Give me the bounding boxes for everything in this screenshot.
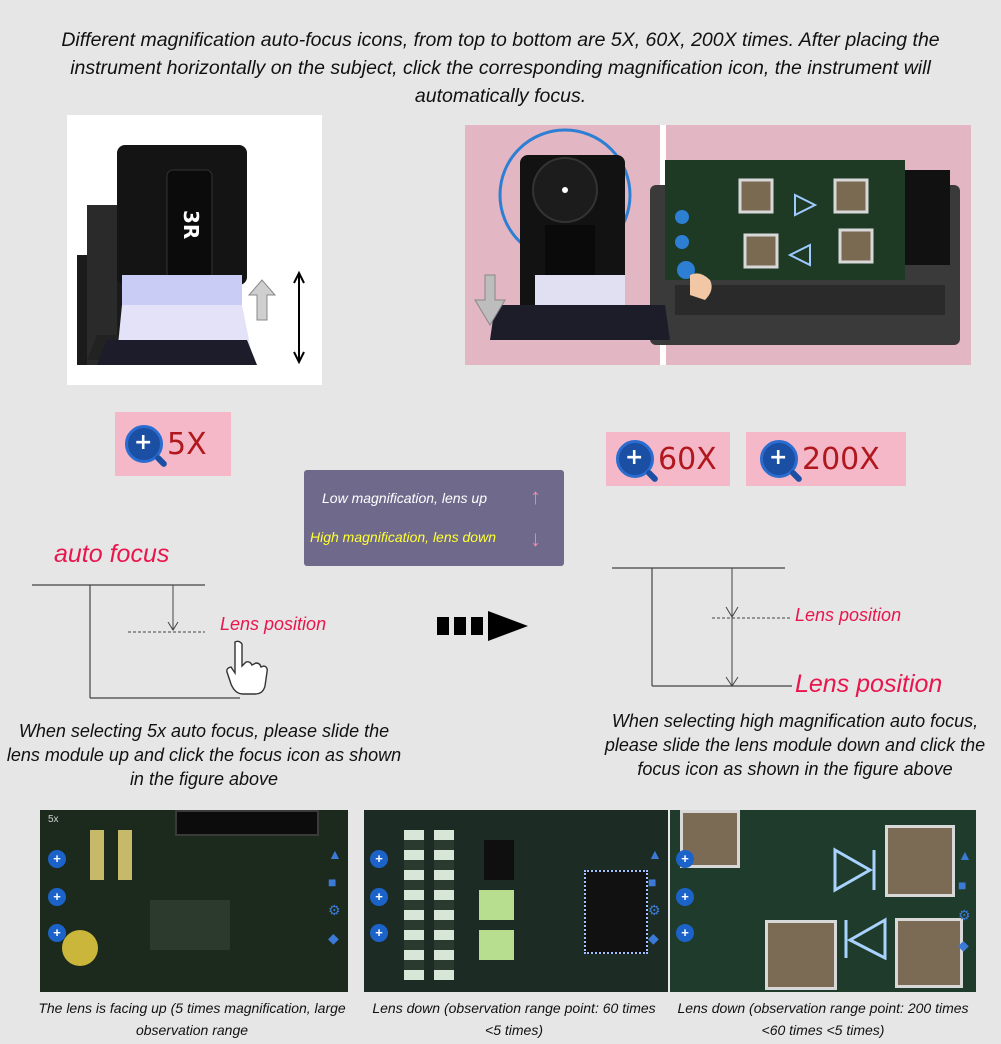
right-lens-position-upper-label: Lens position xyxy=(795,605,902,625)
pcb-component xyxy=(62,930,98,966)
zoom-5x-button[interactable]: + xyxy=(676,850,694,868)
mag-60x-label: 60X xyxy=(658,441,717,477)
caption-bottom-1: The lens is facing up (5 times magnifica… xyxy=(38,1000,346,1038)
device-label: 3R xyxy=(179,210,203,239)
zoom-5x-button[interactable]: + xyxy=(370,850,388,868)
zoom-200x-button[interactable]: + xyxy=(370,924,388,942)
zoom-plus-icon: + xyxy=(760,440,804,484)
legend-low-text: Low magnification, lens up xyxy=(322,490,487,506)
pcb-component xyxy=(479,930,514,960)
pcb-component xyxy=(90,830,104,880)
legend-box: Low magnification, lens up ↑ High magnif… xyxy=(304,470,564,566)
side-toolbar-icons: ▲■⚙◆ xyxy=(648,846,662,946)
zoom-plus-icon: + xyxy=(616,440,660,484)
zoom-200x-button[interactable]: + xyxy=(48,924,66,942)
pcb-component xyxy=(404,830,424,980)
pcb-pad xyxy=(885,825,955,897)
arrow-down-icon: ↓ xyxy=(530,526,541,551)
pcb-component xyxy=(118,830,132,880)
screen-200x-view: + + + ▲■⚙◆ xyxy=(670,810,976,992)
intro-text: Different magnification auto-focus icons… xyxy=(61,29,940,107)
diode-symbol-icon xyxy=(833,847,887,960)
zoom-5x-button[interactable]: + xyxy=(48,850,66,868)
caption-bottom-2: Lens down (observation range point: 60 t… xyxy=(372,1000,656,1038)
left-focus-diagram xyxy=(32,584,240,699)
mag-5x-label: 5X xyxy=(167,426,207,462)
zoom-200x-button[interactable]: + xyxy=(676,924,694,942)
zoom-60x-button[interactable]: + xyxy=(48,888,66,906)
zoom-60x-button[interactable]: + xyxy=(370,888,388,906)
right-focus-diagram xyxy=(612,567,792,687)
right-lens-position-lower-label: Lens position xyxy=(795,670,943,698)
legend-high-text: High magnification, lens down xyxy=(310,529,496,545)
pcb-component xyxy=(484,840,514,880)
device-lens-down-illustration xyxy=(474,125,960,365)
side-toolbar-icons: ▲■⚙◆ xyxy=(958,847,972,953)
pcb-pad xyxy=(895,918,963,988)
device-lens-up-illustration: 3R xyxy=(77,145,305,365)
side-toolbar-icons: ▲■⚙◆ xyxy=(328,846,342,946)
device-photo-lens-down xyxy=(465,125,971,365)
zoom-plus-icon: + xyxy=(125,425,169,469)
pcb-component xyxy=(150,900,230,950)
screen-5x-tag: 5x xyxy=(48,814,59,825)
mag-200x-badge[interactable]: + 200X xyxy=(746,432,906,486)
mag-200x-label: 200X xyxy=(802,441,880,477)
arrow-up-icon: ↑ xyxy=(530,484,541,509)
left-lens-position-label: Lens position xyxy=(220,614,327,634)
mag-60x-badge[interactable]: + 60X xyxy=(606,432,730,486)
zoom-60x-button[interactable]: + xyxy=(676,888,694,906)
screen-60x-view: + + + ▲■⚙◆ xyxy=(364,810,668,992)
dashed-right-arrow-icon xyxy=(437,611,528,641)
device-photo-lens-up: 3R xyxy=(67,115,322,385)
pcb-component xyxy=(479,890,514,920)
pcb-pad xyxy=(765,920,837,990)
pcb-component xyxy=(434,830,454,980)
screen-5x-view: 5x + + + ▲■⚙◆ xyxy=(40,810,348,992)
auto-focus-title: auto focus xyxy=(54,540,170,568)
mag-5x-badge[interactable]: + 5X xyxy=(115,412,231,476)
caption-bottom-3: Lens down (observation range point: 200 … xyxy=(677,1000,969,1038)
pcb-component xyxy=(584,870,648,954)
hand-pointer-icon xyxy=(226,640,268,695)
caption-right: When selecting high magnification auto f… xyxy=(604,711,986,779)
pcb-component xyxy=(175,810,319,836)
caption-left: When selecting 5x auto focus, please sli… xyxy=(6,721,402,789)
